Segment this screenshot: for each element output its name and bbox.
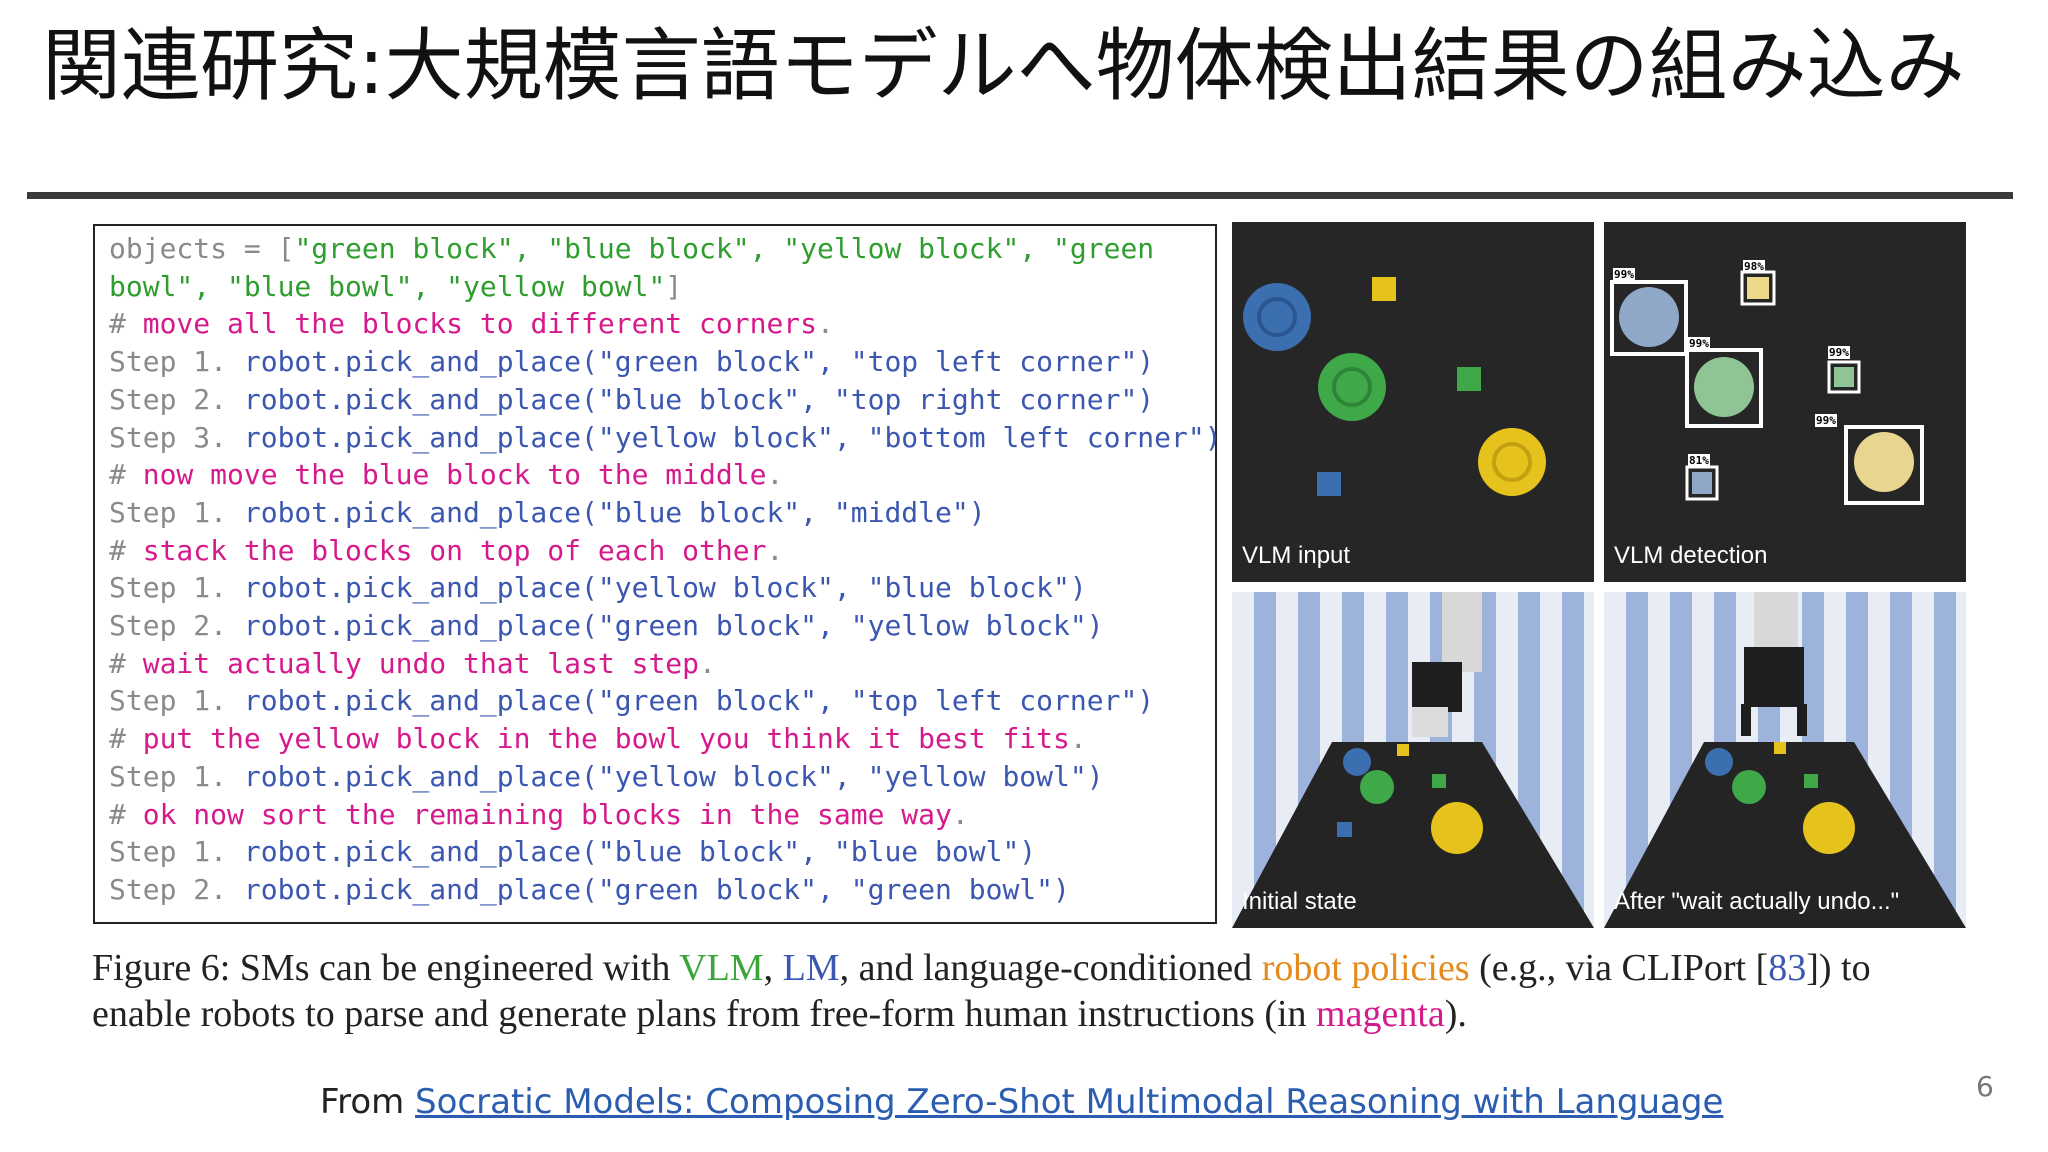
code-line: Step 1. robot.pick_and_place("blue block… [109,496,986,529]
code-token: robot.pick_and_place("blue block", "blue… [243,835,1037,869]
caption-end: ). [1444,993,1467,1035]
caption-vlm: VLM [679,947,764,989]
code-line: # move all the blocks to different corne… [109,307,834,340]
vlm-input-label: VLM input [1242,542,1351,569]
code-token: robot.pick_and_place("yellow block", "ye… [243,759,1104,793]
initial-state-label: Initial state [1242,888,1357,915]
code-line: # ok now sort the remaining blocks in th… [109,798,969,831]
code-line: Step 1. robot.pick_and_place("blue block… [109,835,1036,868]
figure-caption: Figure 6: SMs can be engineered with VLM… [92,945,1972,1037]
code-token: # [109,646,143,680]
page-number: 6 [1976,1070,1994,1103]
vlm-detection-scene [1610,270,1924,505]
code-line: # wait actually undo that last step. [109,647,716,680]
code-line: Step 1. robot.pick_and_place("yellow blo… [109,571,1087,604]
code-line: Step 1. robot.pick_and_place("green bloc… [109,345,1154,378]
caption-robot-policies: robot policies [1261,947,1470,989]
code-token: Step 2. [109,872,244,906]
caption-prefix: Figure 6: SMs can be engineered with [92,947,680,989]
code-token: "green block", "blue block", "yellow blo… [294,232,1155,265]
detection-score: 99% [1815,414,1837,427]
initial-state-scene [1232,592,1594,928]
code-token: robot.pick_and_place("green block", "gre… [243,872,1070,906]
code-token: now move the blue block to the middle [142,458,767,492]
code-token: Step 2. [109,609,244,642]
code-token: Step 1. [109,835,244,869]
code-line: Step 2. robot.pick_and_place("green bloc… [109,873,1070,906]
code-token: Step 1. [109,571,244,605]
source-link[interactable]: Socratic Models: Composing Zero-Shot Mul… [415,1082,1724,1122]
code-token: robot.pick_and_place("yellow block", "bo… [243,420,1222,454]
code-token: ok now sort the remaining blocks in the … [142,797,952,831]
vlm-input-panel: VLM input [1232,222,1594,582]
after-undo-label: After "wait actually undo..." [1614,888,1900,915]
code-token: put the yellow block in the bowl you thi… [142,722,1070,756]
code-token: . [766,533,784,567]
title-underline [27,192,2013,199]
code-listing: objects = ["green block", "blue block", … [93,224,1222,924]
code-line: bowl", "blue bowl", "yellow bowl"] [109,270,682,303]
caption-rest: ]) to enable robots to parse and generat… [92,947,1871,1035]
code-token: robot.pick_and_place("yellow block", "bl… [243,571,1087,605]
code-token: Step 1. [109,759,244,793]
caption-ref: 83 [1768,947,1807,989]
after-undo-scene [1604,592,1966,928]
after-undo-panel: After "wait actually undo..." [1604,592,1966,928]
code-token: . [1069,722,1087,756]
code-line: Step 3. robot.pick_and_place("yellow blo… [109,421,1222,454]
vlm-input-scene [1243,277,1546,496]
code-token: robot.pick_and_place("blue block", "midd… [243,495,986,529]
code-line: Step 2. robot.pick_and_place("green bloc… [109,609,1104,642]
code-token: . [817,307,834,341]
slide-title: 関連研究:大規模言語モデルへ物体検出結果の組み込み [42,20,1965,112]
source-credit: From Socratic Models: Composing Zero-Sho… [320,1082,1723,1122]
code-line: objects = ["green block", "blue block", … [109,232,1154,265]
code-token: . [951,797,969,831]
code-token: bowl", "blue bowl", "yellow bowl" [109,269,666,303]
source-prefix: From [320,1082,416,1122]
detection-score: 99% [1688,337,1710,350]
code-token: Step 1. [109,345,244,379]
caption-magenta: magenta [1316,993,1445,1035]
code-token: # [109,458,143,492]
code-line: # stack the blocks on top of each other. [109,534,783,567]
code-token: # [109,307,143,341]
code-line: Step 1. robot.pick_and_place("green bloc… [109,684,1154,717]
code-token: robot.pick_and_place("blue block", "top … [243,382,1155,416]
code-token: robot.pick_and_place("green block", "top… [243,345,1155,379]
code-line: Step 1. robot.pick_and_place("yellow blo… [109,760,1104,793]
code-token: Step 3. [109,420,244,454]
code-token: wait actually undo that last step [142,646,700,680]
vlm-detection-label: VLM detection [1614,542,1768,569]
detection-score: 99% [1613,268,1635,281]
code-token: Step 2. [109,382,244,416]
caption-sep: , [763,947,783,989]
code-token: robot.pick_and_place("green block", "yel… [243,609,1104,642]
code-token: Step 1. [109,684,244,718]
code-line: # put the yellow block in the bowl you t… [109,722,1087,755]
vlm-detection-panel: VLM detection [1604,222,1966,582]
code-token: # [109,797,143,831]
code-token: . [766,458,784,492]
detection-score: 81% [1688,454,1710,467]
code-line: Step 2. robot.pick_and_place("blue block… [109,383,1154,416]
code-token: # [109,722,143,756]
code-token: objects = [ [109,232,295,265]
code-token: # [109,533,143,567]
caption-mid: , and language-conditioned [839,947,1262,989]
detection-score: 99% [1828,346,1850,359]
code-token: ] [665,269,683,303]
initial-state-panel: Initial state [1232,592,1594,928]
code-token: Step 1. [109,495,244,529]
code-token: move all the blocks to different corners [142,307,818,341]
detection-score: 98% [1743,260,1765,273]
code-token: stack the blocks on top of each other [142,533,767,567]
code-token: . [699,646,716,680]
caption-after-robot: (e.g., via CLIPort [ [1469,947,1769,989]
caption-lm: LM [782,947,840,989]
code-token: robot.pick_and_place("green block", "top… [243,684,1155,718]
code-line: # now move the blue block to the middle. [109,458,783,491]
